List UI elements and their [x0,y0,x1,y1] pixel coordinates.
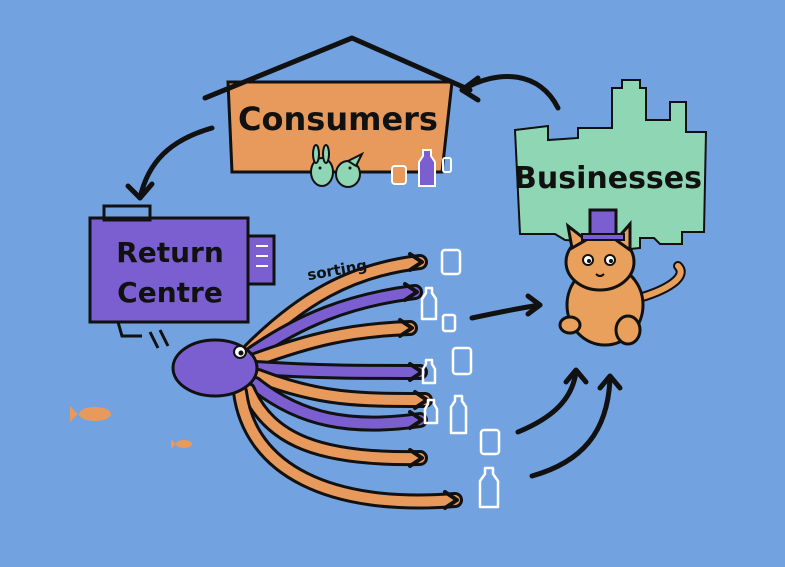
arrow-sorting-to-businesses-1 [469,302,543,321]
bottle-icon [478,466,500,509]
tentacle-arrowheads [398,252,459,510]
return-centre-label-line1: Return [116,236,224,269]
jar-icon [440,248,462,276]
house-roof [202,35,473,101]
cat-with-top-hat-icon [558,208,686,347]
fish-icon [70,406,111,422]
bird-icon [335,151,365,188]
rabbit-icon [310,144,334,187]
bottle-icon [423,398,439,425]
top-hat [588,208,618,238]
businesses-label: Businesses [514,161,702,196]
return-centre-label-line2: Centre [117,276,223,309]
jar-icon [451,346,473,376]
house-wall [226,80,454,174]
bottle-icon [449,394,468,435]
consumer-containers [391,149,452,187]
jar-icon [391,165,407,185]
jar-icon [479,428,501,456]
bottle-icon [421,358,437,385]
bottle-icon [420,286,438,321]
businesses-city: Businesses [513,79,708,254]
flow-arrows [125,73,623,479]
octopus-icon: sorting [171,252,463,510]
sorted-containers [420,248,501,509]
arrow-sorting-to-businesses-2 [515,369,579,435]
bottle-icon [418,149,436,187]
jar-icon [441,313,457,333]
jar-icon [442,157,452,173]
arrow-businesses-to-consumers [459,73,561,111]
arrow-consumers-to-return-centre [137,125,215,201]
fish-icon [171,439,192,449]
consumers-label: Consumers [238,100,438,138]
return-centre: Return Centre [88,204,276,349]
arrow-sorting-to-businesses-3 [529,375,613,479]
consumers-house: Consumers [202,35,473,188]
